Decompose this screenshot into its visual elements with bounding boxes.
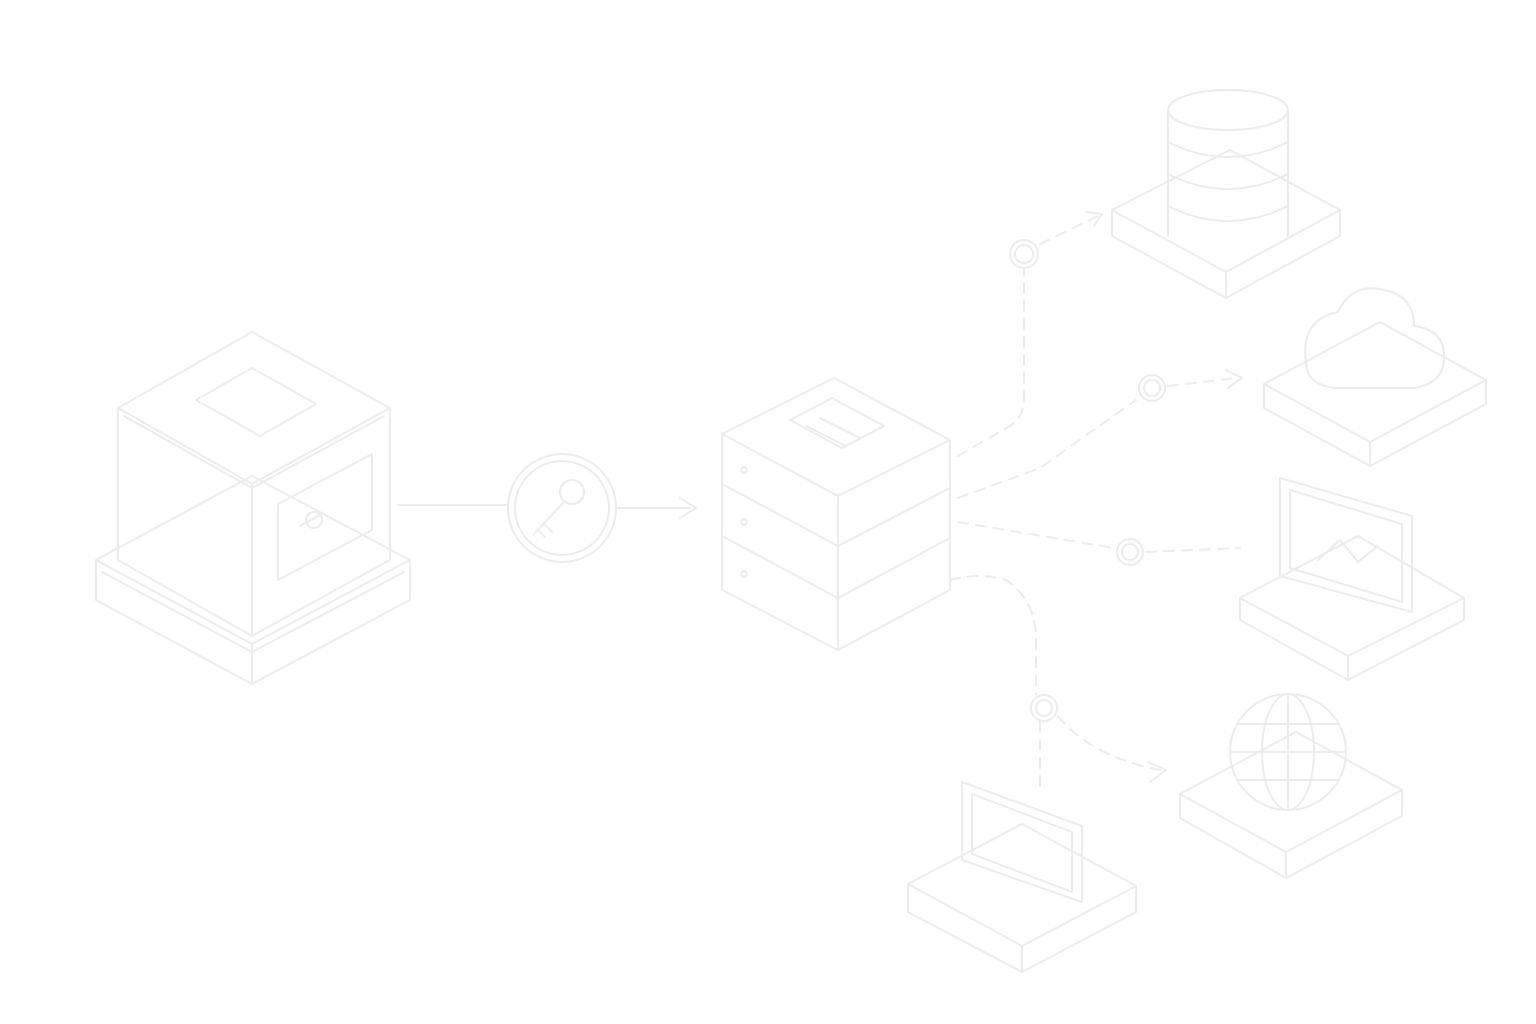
junction-monitor	[1116, 538, 1144, 566]
junction-lower	[1030, 694, 1058, 722]
junction-cloud	[1138, 374, 1166, 402]
database-icon	[1111, 89, 1341, 299]
server-stack-icon	[721, 377, 951, 651]
laptop-node	[907, 781, 1137, 973]
monitor-icon	[1239, 477, 1465, 681]
cloud-node	[1263, 287, 1487, 467]
edge-server-to-database	[957, 269, 1025, 457]
central-server-node	[721, 377, 951, 651]
cloud-icon	[1263, 287, 1487, 467]
globe-icon	[1179, 693, 1403, 879]
source-box-node	[95, 331, 411, 685]
junction-database	[1009, 239, 1039, 269]
edge-server-to-monitor	[957, 521, 1115, 549]
edge-junction-to-globe	[1057, 715, 1161, 771]
cube-box-icon	[95, 331, 411, 685]
database-node	[1111, 89, 1341, 299]
key-icon	[533, 479, 585, 538]
connector-key-node	[507, 453, 617, 563]
edge-server-to-cloud	[957, 399, 1137, 499]
arrow-head-server	[679, 497, 697, 519]
laptop-icon	[907, 781, 1137, 973]
globe-node	[1179, 693, 1403, 879]
edge-server-to-laptop	[949, 575, 1037, 695]
monitor-node	[1239, 477, 1465, 681]
